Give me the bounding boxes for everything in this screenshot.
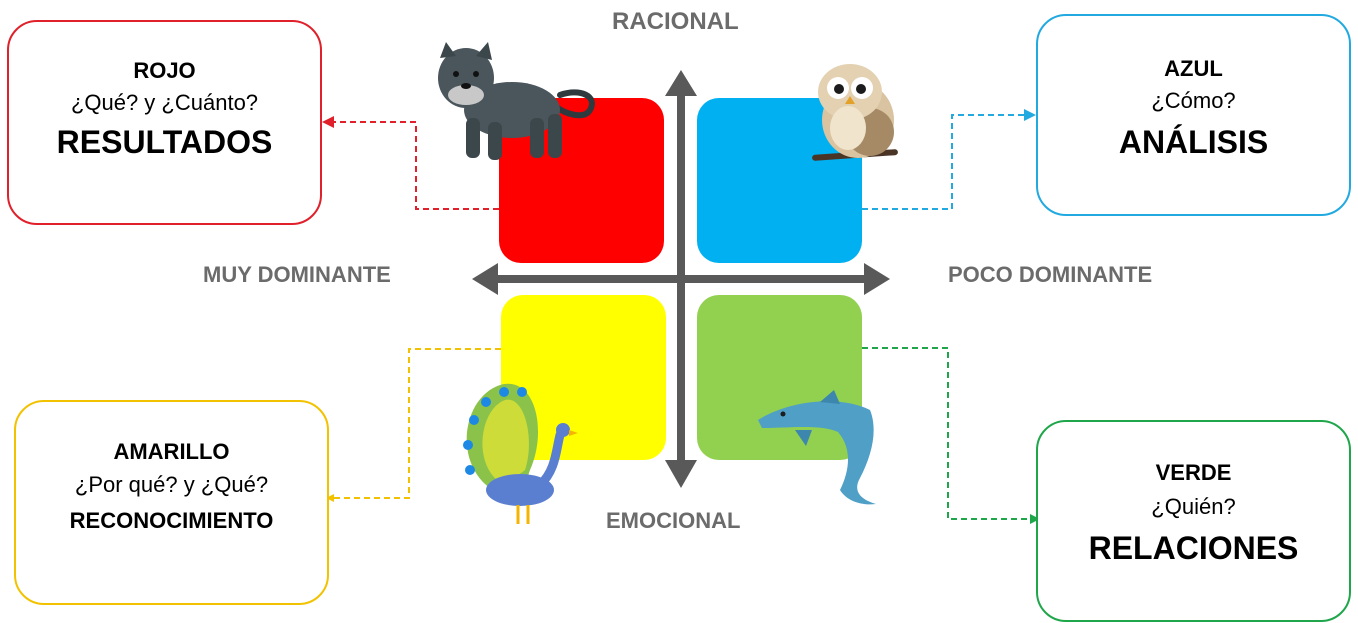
card-title: ROJO <box>133 58 196 83</box>
horizontal-axis <box>472 263 890 295</box>
card-title: AMARILLO <box>113 439 230 464</box>
card-question: ¿Por qué? y ¿Qué? <box>74 472 269 497</box>
peacock-icon <box>463 383 578 524</box>
card-title: AZUL <box>1164 56 1223 81</box>
red-card: ROJO ¿Qué? y ¿Cuánto? RESULTADOS <box>7 20 322 225</box>
card-question: ¿Quién? <box>1151 494 1236 519</box>
card-keyword: RESULTADOS <box>56 124 273 160</box>
card-keyword: ANÁLISIS <box>1118 124 1269 160</box>
card-keyword: RECONOCIMIENTO <box>69 508 274 533</box>
panther-icon <box>438 42 595 160</box>
blue-connector <box>862 109 1036 210</box>
card-question: ¿Cómo? <box>1151 88 1236 113</box>
axis-label-bottom: EMOCIONAL <box>606 508 741 533</box>
red-connector <box>322 116 499 210</box>
axis-label-top: RACIONAL <box>612 8 739 35</box>
green-quadrant <box>697 295 862 460</box>
yellow-card: AMARILLO ¿Por qué? y ¿Qué? RECONOCIMIENT… <box>14 400 329 605</box>
blue-card: AZUL ¿Cómo? ANÁLISIS <box>1036 14 1351 216</box>
dolphin-icon <box>758 390 876 505</box>
card-keyword: RELACIONES <box>1088 530 1299 566</box>
axis-label-left: MUY DOMINANTE <box>203 262 391 287</box>
card-question: ¿Qué? y ¿Cuánto? <box>70 90 259 115</box>
green-connector <box>862 347 1040 524</box>
green-card: VERDE ¿Quién? RELACIONES <box>1036 420 1351 622</box>
yellow-connector <box>326 348 501 502</box>
owl-icon <box>812 64 898 161</box>
card-title: VERDE <box>1155 460 1232 485</box>
axis-label-right: POCO DOMINANTE <box>948 262 1153 287</box>
